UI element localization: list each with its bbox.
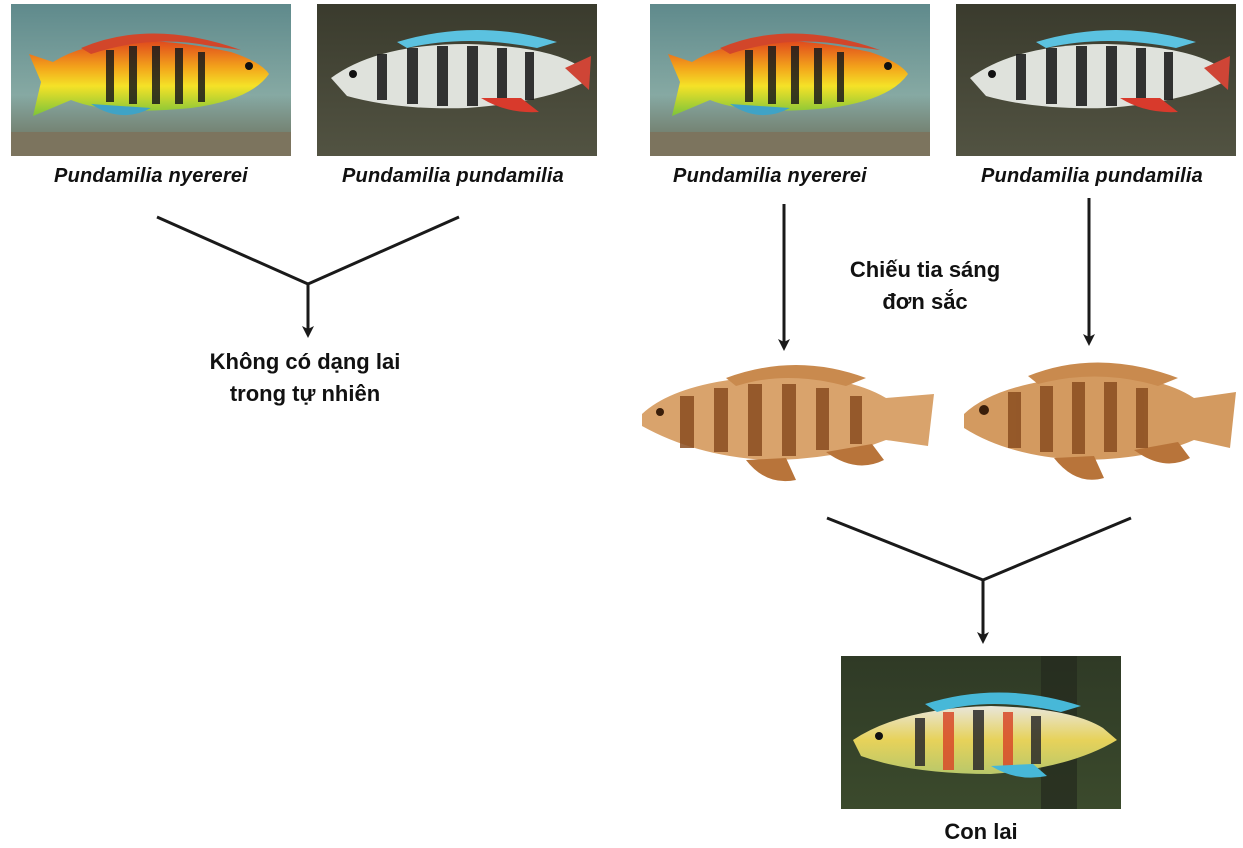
photo-nyererei-left <box>11 4 291 156</box>
condition-caption: Chiếu tia sáng đơn sắc <box>810 254 1040 318</box>
monochrome-fish-nyererei <box>636 356 938 488</box>
condition-line-2: đơn sắc <box>810 286 1040 318</box>
right-cross-line-a <box>827 518 983 580</box>
hybrid-caption: Con lai <box>881 816 1081 848</box>
photo-pundamilia-left <box>317 4 597 156</box>
photo-hybrid <box>841 656 1121 809</box>
photo-pundamilia-right <box>956 4 1236 156</box>
label-pundamilia-right: Pundamilia pundamilia <box>942 165 1242 188</box>
left-result-line-1: Không có dạng lai <box>150 346 460 378</box>
condition-line-1: Chiếu tia sáng <box>810 254 1040 286</box>
left-cross-line-a <box>157 217 308 284</box>
label-pundamilia-left: Pundamilia pundamilia <box>303 165 603 188</box>
left-result-caption: Không có dạng lai trong tự nhiên <box>150 346 460 410</box>
right-cross-line-b <box>983 518 1131 580</box>
label-nyererei-right: Pundamilia nyererei <box>620 165 920 188</box>
label-nyererei-left: Pundamilia nyererei <box>1 165 301 188</box>
photo-nyererei-right <box>650 4 930 156</box>
monochrome-fish-pundamilia <box>958 352 1240 486</box>
left-cross-line-b <box>308 217 459 284</box>
left-result-line-2: trong tự nhiên <box>150 378 460 410</box>
